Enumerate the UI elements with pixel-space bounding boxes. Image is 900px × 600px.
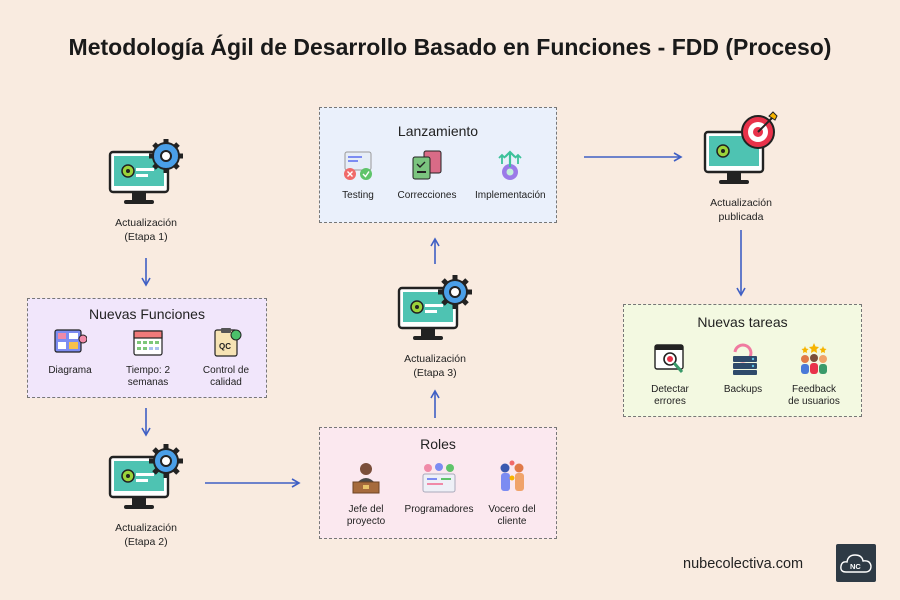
logo-text: NC — [850, 562, 861, 571]
node-publicada: Actualización publicada — [691, 110, 791, 223]
node-etapa2: Actualización (Etapa 2) — [96, 443, 196, 548]
site-link[interactable]: nubecolectiva.com — [683, 556, 804, 572]
node-etapa1: Actualización (Etapa 1) — [96, 138, 196, 243]
item-correcciones: Correcciones — [392, 150, 462, 202]
bug-detect-icon — [654, 344, 684, 373]
node-label-line2: (Etapa 1) — [124, 231, 168, 243]
diagram-icon — [54, 329, 88, 353]
item-label: Correcciones — [397, 190, 457, 201]
lanzamiento-box: Lanzamiento Testing Correcciones — [319, 107, 557, 223]
box-title: Nuevas tareas — [697, 314, 788, 330]
item-vocero-cliente: Vocero del cliente — [477, 460, 547, 528]
item-programadores: Programadores — [404, 460, 474, 516]
cloud-logo-icon: NC — [840, 554, 872, 573]
item-label: Jefe del — [348, 504, 384, 515]
item-label: Feedback — [792, 384, 836, 395]
project-manager-icon — [352, 463, 380, 494]
roles-box: Roles Jefe del proyecto Programadores Vo… — [319, 427, 557, 539]
node-etapa3: Actualización (Etapa 3) — [385, 274, 485, 379]
item-label: cliente — [497, 516, 527, 527]
node-label-line1: Actualización — [115, 522, 177, 534]
item-label: Detectar — [651, 384, 689, 395]
brand-logo: NC — [836, 544, 876, 582]
box-title: Nuevas Funciones — [89, 306, 205, 322]
item-diagrama: Diagrama — [35, 327, 105, 377]
node-label-line1: Actualización — [710, 197, 772, 209]
monitor-gear-icon — [397, 275, 472, 340]
box-title: Roles — [420, 436, 456, 452]
monitor-gear-icon — [108, 444, 183, 509]
box-title: Lanzamiento — [397, 123, 479, 139]
item-label: Programadores — [404, 504, 474, 515]
node-label-line2: (Etapa 3) — [413, 367, 457, 379]
client-spokesperson-icon — [500, 460, 524, 491]
item-label: semanas — [127, 377, 169, 388]
item-control-calidad: QC Control de calidad — [191, 327, 261, 389]
item-backups: Backups — [708, 342, 778, 396]
node-label-line2: (Etapa 2) — [124, 536, 168, 548]
item-label: Backups — [723, 384, 763, 395]
nuevas-tareas-box: Nuevas tareas Detectar errores Backups — [623, 304, 862, 417]
item-feedback-usuarios: Feedback de usuarios — [779, 342, 849, 408]
item-label: Vocero del — [488, 504, 536, 515]
qc-clipboard-icon: QC — [214, 328, 242, 357]
backup-server-icon — [733, 343, 757, 375]
svg-text:QC: QC — [219, 342, 231, 351]
item-label: calidad — [210, 377, 242, 388]
node-label-line2: publicada — [718, 211, 764, 223]
item-label: errores — [654, 396, 686, 407]
item-tiempo: Tiempo: 2 semanas — [113, 327, 183, 389]
user-feedback-icon — [801, 343, 827, 374]
item-detectar-errores: Detectar errores — [635, 342, 705, 408]
node-label-line1: Actualización — [115, 217, 177, 229]
item-label: Tiempo: 2 — [125, 365, 171, 376]
item-implementacion: Implementación — [475, 150, 546, 202]
programmers-icon — [422, 463, 456, 493]
monitor-gear-icon — [108, 139, 183, 204]
item-testing: Testing — [323, 150, 393, 202]
corrections-icon — [412, 150, 442, 180]
page-title: Metodología Ágil de Desarrollo Basado en… — [68, 34, 832, 60]
item-jefe-proyecto: Jefe del proyecto — [331, 460, 401, 528]
calendar-icon — [133, 330, 163, 356]
item-label: Control de — [202, 365, 250, 376]
item-label: Testing — [342, 190, 374, 201]
item-label: proyecto — [346, 516, 386, 527]
item-label: Diagrama — [48, 365, 92, 376]
testing-icon — [344, 151, 372, 180]
item-label: de usuarios — [788, 396, 840, 407]
deployment-icon — [498, 150, 522, 180]
monitor-target-icon — [703, 111, 778, 184]
node-label-line1: Actualización — [404, 353, 466, 365]
item-label: Implementación — [475, 190, 546, 201]
nuevas-funciones-box: Nuevas Funciones Diagrama Tiempo: 2 sema… — [27, 298, 267, 398]
